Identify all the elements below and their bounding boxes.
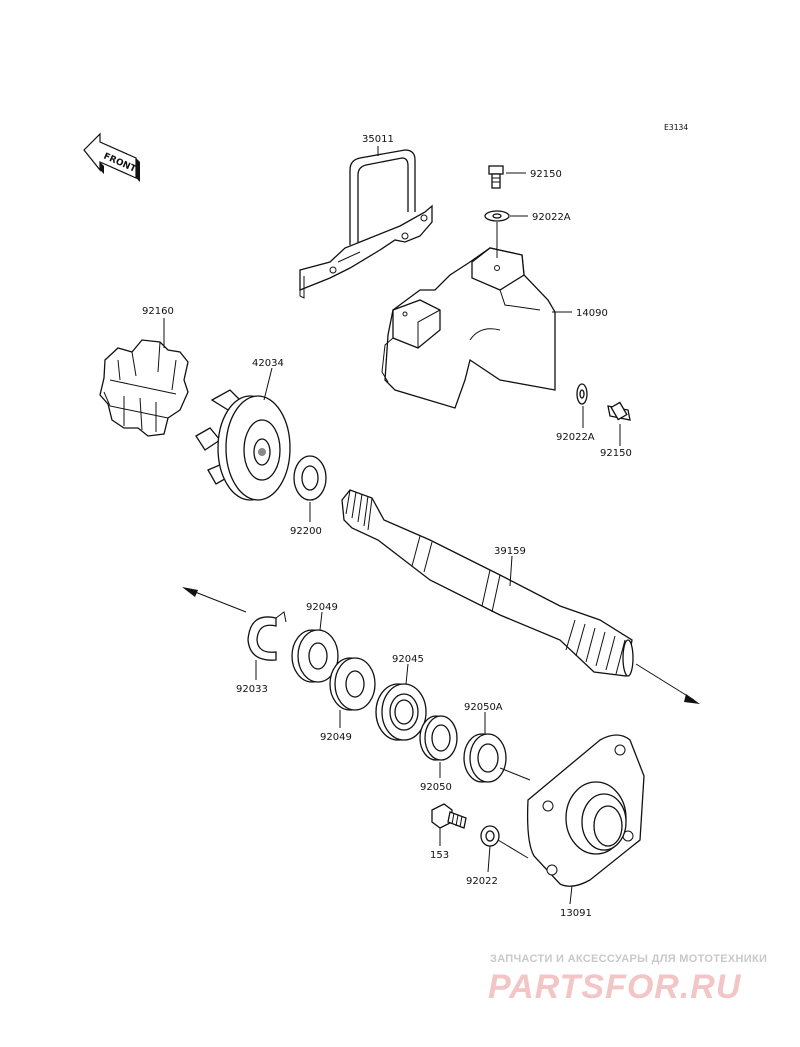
- part-92022-washer: [480, 825, 500, 847]
- part-92200-washer: [293, 455, 327, 501]
- part-92050A-seal: [463, 733, 507, 783]
- label-153: 153: [430, 850, 449, 861]
- part-92150-bolt-bottom: [607, 401, 631, 421]
- label-92150-top: 92150: [530, 169, 562, 180]
- part-92150-bolt-top: [488, 165, 504, 189]
- leader-lines: [163, 146, 621, 905]
- label-92049-bottom: 92049: [320, 732, 352, 743]
- label-92033: 92033: [236, 684, 268, 695]
- part-14090-cover: [381, 247, 556, 409]
- watermark: ЗАПЧАСТИ И АКСЕССУАРЫ ДЛЯ МОТОТЕХНИКИ PA…: [488, 953, 767, 1006]
- label-92050: 92050: [420, 782, 452, 793]
- part-153-bolt: [431, 803, 467, 829]
- part-92022A-washer-bottom: [576, 383, 588, 405]
- part-92033-circlip: [247, 611, 287, 661]
- part-labels: 35011 92150 92022A 14090 92160 42034 920…: [142, 134, 632, 919]
- label-13091: 13091: [560, 908, 592, 919]
- label-35011: 35011: [362, 134, 394, 145]
- part-92049-washer-top: [291, 629, 339, 683]
- front-arrow-icon: FRONT: [83, 132, 140, 182]
- part-92160-damper: [99, 339, 189, 437]
- part-35011-bracket: [299, 149, 433, 299]
- part-42034-coupling: [195, 389, 291, 501]
- watermark-brand: PARTSFOR.RU: [488, 968, 742, 1006]
- label-39159: 39159: [494, 546, 526, 557]
- diagram-code: E3134: [664, 123, 688, 132]
- shaft-centerline: [182, 587, 700, 704]
- watermark-tagline: ЗАПЧАСТИ И АКСЕССУАРЫ ДЛЯ МОТОТЕХНИКИ: [490, 953, 767, 965]
- label-42034: 42034: [252, 358, 284, 369]
- part-92050-seal: [419, 715, 458, 761]
- label-92200: 92200: [290, 526, 322, 537]
- label-92022A-top: 92022A: [532, 212, 571, 223]
- label-92049-top: 92049: [306, 602, 338, 613]
- label-92022: 92022: [466, 876, 498, 887]
- label-14090: 14090: [576, 308, 608, 319]
- part-92022A-washer-top: [484, 210, 510, 222]
- part-39159-drive-shaft: [341, 489, 634, 677]
- part-92045-bearing: [375, 683, 427, 741]
- label-92160: 92160: [142, 306, 174, 317]
- label-92050A: 92050A: [464, 702, 503, 713]
- part-92049-washer-bottom: [329, 657, 376, 711]
- label-92045: 92045: [392, 654, 424, 665]
- label-92150-bottom: 92150: [600, 448, 632, 459]
- part-13091-housing: [526, 734, 645, 887]
- label-92022A-bottom: 92022A: [556, 432, 595, 443]
